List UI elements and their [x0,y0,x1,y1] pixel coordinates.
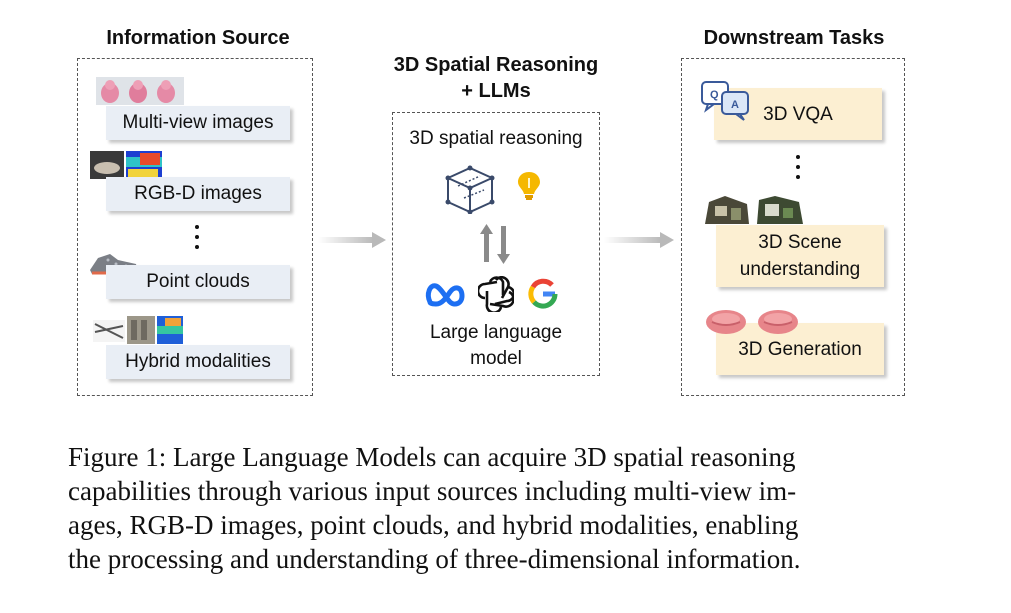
google-logo-icon [528,278,558,309]
figure-caption: Figure 1: Large Language Models can acqu… [68,440,928,576]
task-more-dots [795,155,801,185]
caption-line-4: the processing and understanding of thre… [68,544,801,574]
bidirectional-arrows-icon [480,224,510,264]
reasoning-title-line2: + LLMs [461,80,531,102]
source-card-point-clouds: Point clouds [106,265,290,299]
source-more-dots [194,225,200,255]
multi-view-thumbnails [96,77,184,105]
qa-bubble-icon: Q A [701,81,749,121]
scene-thumbnails [705,196,803,224]
reasoning-box [392,112,600,376]
llm-label-line2: model [470,348,522,369]
caption-line-1: Figure 1: Large Language Models can acqu… [68,442,796,472]
rgbd-thumbnails [90,151,162,179]
information-source-title: Information Source [106,27,290,49]
reasoning-title-line1: 3D Spatial Reasoning [393,54,599,76]
llm-label-line1: Large language [429,322,563,343]
source-card-hybrid: Hybrid modalities [106,345,290,379]
cube-icon [445,165,495,214]
task-card-3d-generation: 3D Generation [716,323,884,375]
generation-thumbnails [706,310,798,334]
lightbulb-icon [518,172,540,200]
source-card-rgbd: RGB-D images [106,177,290,211]
openai-logo-icon [478,276,514,312]
spatial-reasoning-label: 3D spatial reasoning [409,128,583,149]
caption-line-2: capabilities through various input sourc… [68,476,797,506]
caption-line-3: ages, RGB-D images, point clouds, and hy… [68,510,799,540]
scene-label-line1: 3D Scene [758,232,842,253]
hybrid-thumbnails [93,316,183,344]
qa-bubble-a: A [731,99,739,111]
qa-bubble-q: Q [710,89,719,101]
arrow-to-tasks [604,232,674,248]
downstream-tasks-box [681,58,905,396]
information-source-box [77,58,313,396]
downstream-tasks-title: Downstream Tasks [703,27,885,49]
task-card-scene-understanding: 3D Scene understanding [716,225,884,287]
source-card-multi-view: Multi-view images [106,106,290,140]
meta-logo-icon [425,283,465,307]
scene-label-line2: understanding [739,259,861,280]
arrow-to-reasoning [318,232,386,248]
